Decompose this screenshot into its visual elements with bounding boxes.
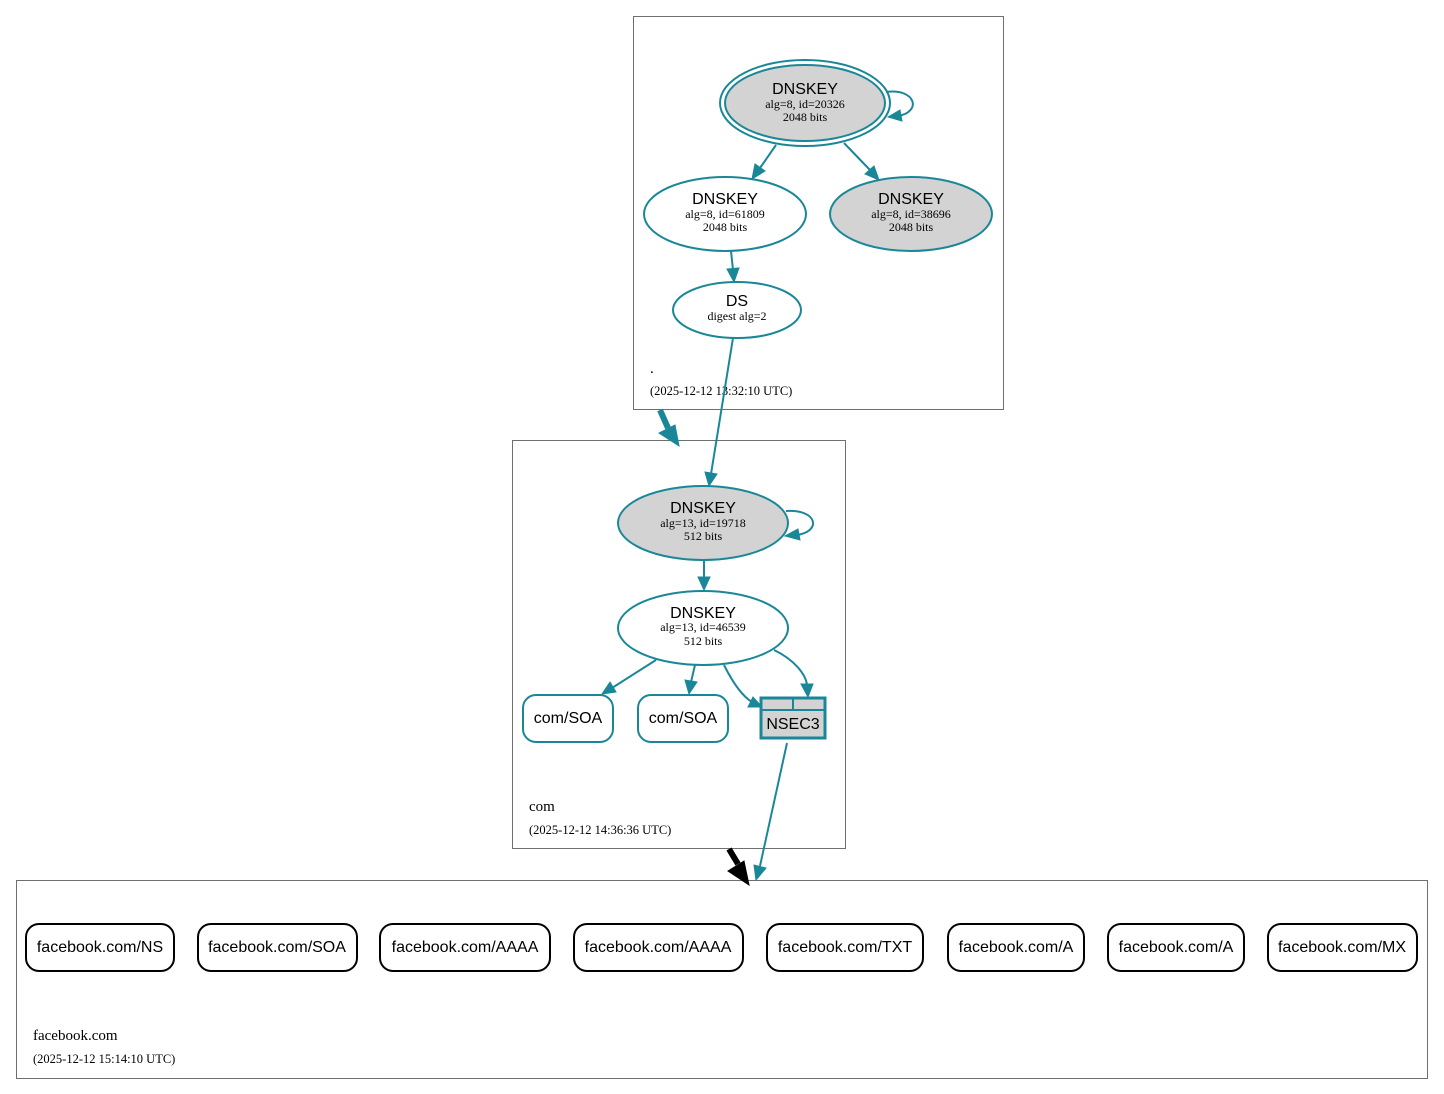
zone-facebook-box xyxy=(16,880,1428,1079)
facebook-record-label: facebook.com/AAAA xyxy=(392,939,539,956)
com-soa-2-label: com/SOA xyxy=(649,710,718,727)
edge-com-zsk-nsec3-a xyxy=(723,664,753,703)
facebook-record-a-1[interactable]: facebook.com/A xyxy=(947,923,1085,972)
edge-com-zsk-nsec3-b xyxy=(773,649,808,686)
root-ksk-title: DNSKEY xyxy=(772,81,838,98)
arrow-com-ksk-zsk xyxy=(697,576,711,592)
arrow-com-zsk-soa2 xyxy=(684,679,698,696)
root-zsk2-bits: 2048 bits xyxy=(889,220,934,234)
facebook-record-label: facebook.com/NS xyxy=(37,939,163,956)
edge-ds-com-ksk xyxy=(710,337,734,475)
arrow-nsec3-facebook xyxy=(753,864,767,882)
zone-root-box xyxy=(633,16,1004,410)
arrow-root-ksk-zsk2 xyxy=(864,165,880,181)
facebook-record-soa[interactable]: facebook.com/SOA xyxy=(197,923,358,972)
com-soa-1-label: com/SOA xyxy=(534,710,603,727)
facebook-record-label: facebook.com/A xyxy=(1119,939,1234,956)
root-zsk1-title: DNSKEY xyxy=(692,191,758,208)
com-ksk-alg: alg=13, id=19718 xyxy=(660,516,746,530)
arrow-ds-com-ksk xyxy=(704,471,718,488)
root-ksk-node[interactable]: DNSKEY alg=8, id=20326 2048 bits xyxy=(719,59,891,147)
facebook-record-aaaa-2[interactable]: facebook.com/AAAA xyxy=(573,923,744,972)
facebook-record-mx[interactable]: facebook.com/MX xyxy=(1267,923,1418,972)
root-zsk1-bits: 2048 bits xyxy=(703,220,748,234)
arrow-root-ksk-zsk1 xyxy=(751,163,766,181)
facebook-record-label: facebook.com/MX xyxy=(1278,939,1406,956)
nsec3-label: NSEC3 xyxy=(766,716,819,733)
facebook-record-label: facebook.com/SOA xyxy=(208,939,346,956)
com-zsk-alg: alg=13, id=46539 xyxy=(660,620,746,634)
arrow-com-zsk-soa1 xyxy=(600,681,617,695)
edge-root-ksk-self xyxy=(885,90,914,117)
com-soa-node-1[interactable]: com/SOA xyxy=(522,694,614,743)
root-ds-title: DS xyxy=(726,293,748,310)
com-zsk-bits: 512 bits xyxy=(684,634,723,648)
arrow-com-zsk-nsec3-b xyxy=(800,683,814,699)
root-ds-digest: digest alg=2 xyxy=(707,309,766,323)
com-ksk-title: DNSKEY xyxy=(670,500,736,517)
nsec3-node[interactable]: NSEC3 xyxy=(759,696,827,740)
edge-com-zsk-soa1 xyxy=(611,659,657,689)
edge-root-ksk-zsk2 xyxy=(843,142,871,171)
com-zsk-title: DNSKEY xyxy=(670,605,736,622)
edge-com-zsk-soa2 xyxy=(690,664,696,683)
arrow-com-zsk-nsec3-a xyxy=(747,696,764,708)
arrow-root-ksk-self xyxy=(886,109,903,122)
facebook-record-label: facebook.com/A xyxy=(959,939,1074,956)
edge-com-ksk-self xyxy=(785,509,814,536)
arrow-root-com-delegation xyxy=(657,424,680,448)
root-ksk-bits: 2048 bits xyxy=(783,110,828,124)
facebook-record-a-2[interactable]: facebook.com/A xyxy=(1107,923,1245,972)
com-ksk-node[interactable]: DNSKEY alg=13, id=19718 512 bits xyxy=(617,485,789,561)
facebook-record-label: facebook.com/TXT xyxy=(778,939,913,956)
facebook-record-ns[interactable]: facebook.com/NS xyxy=(25,923,175,972)
edge-nsec3-facebook xyxy=(759,742,788,867)
root-zsk-61809-node[interactable]: DNSKEY alg=8, id=61809 2048 bits xyxy=(643,176,807,252)
root-zsk2-title: DNSKEY xyxy=(878,191,944,208)
arrow-com-facebook-delegation xyxy=(727,860,750,887)
com-zsk-node[interactable]: DNSKEY alg=13, id=46539 512 bits xyxy=(617,590,789,666)
arrow-zsk1-ds xyxy=(726,267,740,284)
zone-com-timestamp: (2025-12-12 14:36:36 UTC) xyxy=(529,823,671,837)
facebook-record-txt[interactable]: facebook.com/TXT xyxy=(766,923,924,972)
root-ksk-alg: alg=8, id=20326 xyxy=(765,97,845,111)
root-zsk2-alg: alg=8, id=38696 xyxy=(871,207,951,221)
edge-zsk1-ds xyxy=(730,250,734,271)
root-ds-node[interactable]: DS digest alg=2 xyxy=(672,281,802,339)
com-soa-node-2[interactable]: com/SOA xyxy=(637,694,729,743)
edge-root-com-delegation xyxy=(657,408,671,430)
facebook-record-label: facebook.com/AAAA xyxy=(585,939,732,956)
arrow-com-ksk-self xyxy=(783,528,801,541)
facebook-record-aaaa-1[interactable]: facebook.com/AAAA xyxy=(379,923,551,972)
zone-com-name: com xyxy=(529,799,555,815)
zone-root-name: . xyxy=(650,361,654,377)
edge-root-ksk-zsk1 xyxy=(759,144,777,169)
edge-com-facebook-delegation xyxy=(726,847,741,866)
zone-com-box xyxy=(512,440,846,849)
zone-facebook-timestamp: (2025-12-12 15:14:10 UTC) xyxy=(33,1052,175,1066)
root-zsk1-alg: alg=8, id=61809 xyxy=(685,207,765,221)
zone-facebook-name: facebook.com xyxy=(33,1028,118,1044)
zone-root-timestamp: (2025-12-12 13:32:10 UTC) xyxy=(650,384,792,398)
com-ksk-bits: 512 bits xyxy=(684,529,723,543)
root-zsk-38696-node[interactable]: DNSKEY alg=8, id=38696 2048 bits xyxy=(829,176,993,252)
